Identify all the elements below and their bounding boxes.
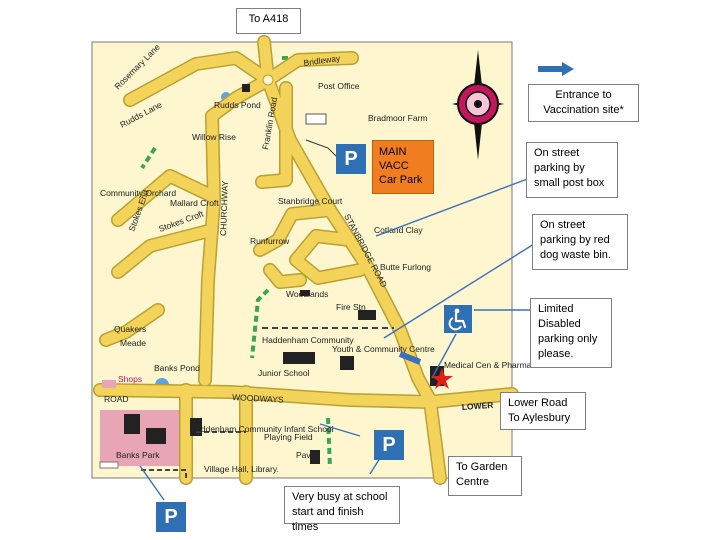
vacc-line1: MAIN	[379, 146, 407, 158]
callout-post-box: On street parking by small post box	[526, 142, 618, 198]
label-butte-furlong: Butte Furlong	[380, 262, 431, 272]
label-fire-station: Fire Stn	[336, 302, 366, 312]
label-runfurrow: Runfurrow	[250, 236, 290, 246]
post-box-line1: On street	[534, 147, 580, 159]
disabled-line3: parking only	[538, 333, 598, 345]
label-woodways: WOODWAYS	[232, 392, 284, 405]
callout-disabled: Limited Disabled parking only please.	[530, 298, 612, 368]
callout-entrance: Entrance to Vaccination site*	[528, 84, 639, 122]
callout-lines	[139, 177, 535, 501]
dog-bin-line1: On street	[540, 219, 586, 231]
callout-garden-centre: To Garden Centre	[448, 456, 522, 496]
compass-rose-icon	[452, 50, 504, 160]
entrance-line2: Vaccination site*	[543, 104, 624, 116]
lower-road-line2: To Aylesbury	[508, 412, 571, 424]
label-banks-park: Banks Park	[116, 450, 160, 460]
main-vacc-car-park-label: MAIN VACC Car Park	[372, 140, 434, 194]
label-post-office: Post Office	[318, 81, 360, 91]
label-road-left: ROAD	[104, 394, 129, 404]
buildings	[102, 84, 444, 464]
label-rudds-pond: Rudds Pond	[214, 100, 261, 110]
label-infant-school: Haddenham Community Infant School	[190, 424, 334, 434]
garden-line1: To Garden	[456, 461, 508, 473]
vacc-line3: Car Park	[379, 174, 423, 186]
label-willow-rise: Willow Rise	[192, 132, 236, 142]
label-junior-school: Junior School	[258, 368, 310, 378]
vacc-line2: VACC	[379, 160, 409, 172]
disabled-line2: Disabled	[538, 318, 581, 330]
label-cotland-clay: Cotland Clay	[374, 225, 423, 235]
parking-icon-playing-field: P	[374, 430, 404, 460]
entrance-arrow-on-map	[398, 351, 422, 365]
entrance-line1: Entrance to	[555, 89, 612, 101]
label-youth-centre: Youth & Community Centre	[332, 344, 435, 354]
post-box-line2: parking by	[534, 162, 585, 174]
banks-park-area	[100, 410, 182, 466]
entrance-arrow-icon	[538, 62, 574, 76]
lower-road-line1: Lower Road	[508, 397, 568, 409]
roundabout	[262, 74, 274, 86]
disabled-line4: please.	[538, 348, 574, 360]
parking-icon-main: P	[336, 144, 366, 174]
callout-to-a418: To A418	[236, 8, 301, 34]
school-line2: start and finish times	[292, 506, 364, 533]
dog-bin-line3: dog waste bin.	[540, 249, 611, 261]
park-boundary	[140, 469, 187, 478]
label-banks-pond: Banks Pond	[154, 363, 200, 373]
road-fills	[94, 36, 518, 484]
dog-bin-line2: parking by red	[540, 234, 610, 246]
label-haddenham-community: Haddenham Community	[262, 335, 354, 345]
label-community-orchard: Community Orchard	[100, 188, 176, 198]
label-quakers: Quakers	[114, 324, 146, 334]
red-star-icon	[431, 368, 453, 389]
callout-lower-road: Lower Road To Aylesbury	[500, 392, 586, 430]
label-lower: LOWER	[461, 400, 493, 412]
label-medical-centre: Medical Cen & Pharmac	[444, 360, 536, 370]
label-village-hall: Village Hall, Library.	[204, 464, 279, 474]
to-a418-text: To A418	[248, 13, 289, 25]
label-stanbridge-court: Stanbridge Court	[278, 196, 343, 206]
scale-box	[99, 461, 119, 469]
wheelchair-glyph	[448, 308, 467, 331]
wheelchair-icon	[444, 305, 472, 333]
callout-dog-bin: On street parking by red dog waste bin.	[532, 214, 628, 270]
label-churchway: CHURCHWAY	[218, 180, 230, 236]
school-line1: Very busy at school	[292, 491, 388, 503]
label-pav: Pav	[296, 450, 311, 460]
disabled-line1: Limited	[538, 303, 574, 315]
post-box-line3: small post box	[534, 177, 605, 189]
callout-school-times: Very busy at school start and finish tim…	[284, 486, 400, 533]
label-shops: Shops	[118, 374, 142, 384]
label-playing-field: Playing Field	[264, 432, 313, 442]
label-mallard-croft: Mallard Croft	[170, 198, 219, 208]
parking-icon-banks-park: P	[156, 502, 186, 532]
label-bradmoor-farm: Bradmoor Farm	[368, 113, 428, 123]
garden-line2: Centre	[456, 476, 490, 488]
label-woodlands: Woodlands	[286, 289, 328, 299]
label-meade: Meade	[120, 338, 146, 348]
